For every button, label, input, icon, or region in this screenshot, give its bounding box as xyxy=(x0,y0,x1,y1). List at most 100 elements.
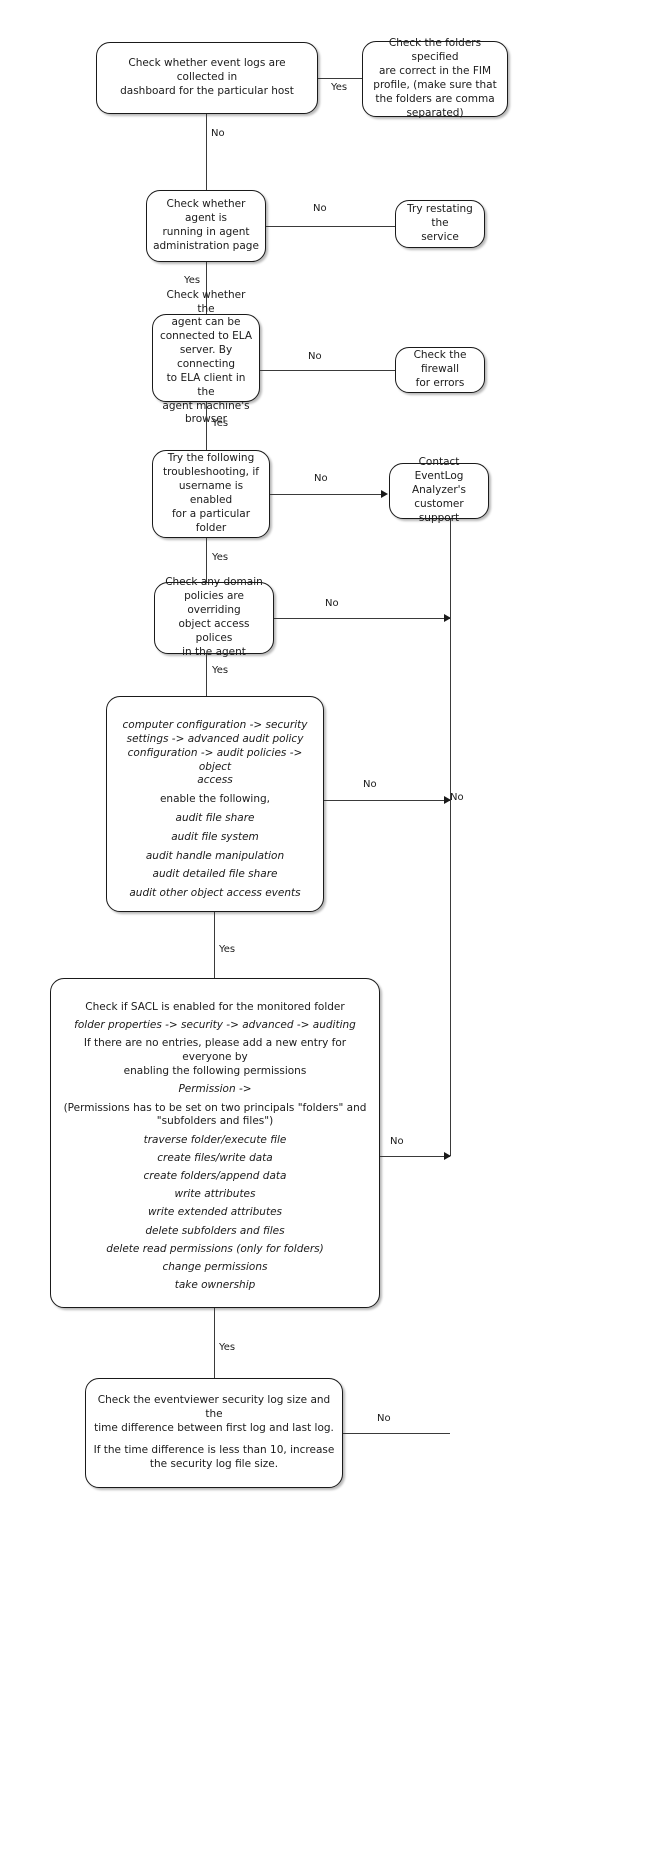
node-line: the folders are comma xyxy=(375,92,495,105)
node-line: EventLog Analyzer's xyxy=(411,470,467,497)
node-line: computer configuration -> security xyxy=(122,719,308,731)
sacl-principals: (Permissions has to be set on two princi… xyxy=(63,1101,367,1114)
node-line: Try the following xyxy=(167,452,255,465)
edge-n7-yes xyxy=(214,1308,215,1378)
sacl-note: If there are no entries, please add a ne… xyxy=(83,1037,347,1064)
sacl-path: folder properties -> security -> advance… xyxy=(74,1019,356,1032)
edge-label-n1-yes: Yes xyxy=(331,82,348,93)
node-check-folders-fim[interactable]: Check the folders specified are correct … xyxy=(362,37,508,119)
arrowhead-n5-no xyxy=(444,614,451,622)
node-check-event-logs[interactable]: Check whether event logs are collected i… xyxy=(96,42,318,114)
permission-item: write attributes xyxy=(174,1188,256,1201)
audit-item: audit file system xyxy=(171,830,259,843)
permission-item: take ownership xyxy=(174,1279,256,1292)
edge-n6-no xyxy=(324,800,450,801)
node-line: in the agent xyxy=(182,645,246,658)
node-contact-support[interactable]: Contact EventLog Analyzer's customer sup… xyxy=(389,456,489,524)
edge-label-n5-no: No xyxy=(325,598,339,609)
node-check-agent-running[interactable]: Check whether agent is running in agent … xyxy=(146,190,266,262)
node-audit-policy-config[interactable]: computer configuration -> security setti… xyxy=(106,696,324,912)
node-line: troubleshooting, if xyxy=(163,466,259,479)
edge-label-n3-yes: Yes xyxy=(212,418,229,429)
sacl-permission-label: Permission -> xyxy=(178,1083,252,1096)
edge-n1-no xyxy=(206,114,207,190)
edge-n1-yes xyxy=(318,78,362,79)
node-line: running in agent xyxy=(162,226,250,238)
node-line: object access polices xyxy=(178,618,250,644)
edge-n8-no xyxy=(343,1433,450,1434)
node-line: Try restating the xyxy=(407,203,473,230)
permission-item: delete subfolders and files xyxy=(145,1224,285,1237)
node-line: Check whether the xyxy=(166,288,246,315)
node-line: access xyxy=(197,774,233,787)
arrowhead-n7-no xyxy=(444,1152,451,1160)
node-line: profile, (make sure that xyxy=(373,79,497,91)
edge-label-n5-yes: Yes xyxy=(212,665,229,676)
edge-n6-yes xyxy=(214,912,215,978)
node-line: If the time difference is less than 10, … xyxy=(93,1444,335,1457)
edge-label-n6-yes: Yes xyxy=(219,944,236,955)
node-line: are correct in the FIM xyxy=(378,65,492,78)
node-line: to ELA client in the xyxy=(166,371,246,398)
edge-label-n7-yes: Yes xyxy=(219,1342,236,1353)
node-line: service xyxy=(421,230,459,243)
edge-label-n8-no: No xyxy=(377,1413,391,1424)
edge-label-n3-no: No xyxy=(308,351,322,362)
permission-item: create files/write data xyxy=(157,1151,273,1164)
node-check-eventviewer-log-size[interactable]: Check the eventviewer security log size … xyxy=(85,1378,343,1488)
node-line: for errors xyxy=(415,376,465,389)
node-line: separated) xyxy=(406,106,464,119)
edge-n5-no xyxy=(274,618,450,619)
sacl-note: enabling the following permissions xyxy=(123,1065,307,1078)
node-line: Check whether event logs are collected i… xyxy=(128,57,286,84)
node-check-agent-ela-connection[interactable]: Check whether the agent can be connected… xyxy=(152,289,260,425)
node-line: administration page xyxy=(153,239,259,252)
audit-item: audit file share xyxy=(175,812,255,824)
node-line: agent can be xyxy=(171,316,241,329)
node-line: Check the firewall xyxy=(413,349,467,376)
edge-label-n2-yes: Yes xyxy=(184,275,201,286)
edge-label-n6-no: No xyxy=(363,779,377,790)
node-line: Check the eventviewer security log size … xyxy=(97,1393,331,1420)
permission-item: change permissions xyxy=(162,1261,268,1274)
node-check-firewall[interactable]: Check the firewall for errors xyxy=(395,347,485,393)
edge-right-trunk xyxy=(450,519,451,1156)
edge-n4-yes xyxy=(206,538,207,582)
edge-label-n4-no: No xyxy=(314,473,328,484)
node-check-sacl[interactable]: Check if SACL is enabled for the monitor… xyxy=(50,978,380,1308)
edge-n4-no xyxy=(270,494,382,495)
sacl-heading: Check if SACL is enabled for the monitor… xyxy=(85,1001,345,1013)
node-line: customer support xyxy=(414,497,464,524)
node-try-troubleshooting-username[interactable]: Try the following troubleshooting, if us… xyxy=(152,450,270,538)
edge-n2-yes xyxy=(206,262,207,314)
node-line: the security log file size. xyxy=(149,1458,279,1471)
edge-n3-no xyxy=(260,370,395,371)
node-line: connected to ELA xyxy=(159,330,253,343)
node-check-domain-policies[interactable]: Check any domain policies are overriding… xyxy=(154,576,274,658)
edge-n2-no xyxy=(266,226,395,227)
edge-label-n4-yes: Yes xyxy=(212,552,229,563)
edge-label-n7-no: No xyxy=(390,1136,404,1147)
audit-item: audit detailed file share xyxy=(152,868,278,881)
node-try-restating-service[interactable]: Try restating the service xyxy=(395,200,485,248)
node-line: settings -> advanced audit policy xyxy=(126,732,304,745)
node-line: Check any domain xyxy=(165,576,263,589)
node-line: policies are overriding xyxy=(184,590,244,617)
edge-label-n1-no: No xyxy=(211,128,225,139)
node-line: Check the folders specified xyxy=(388,37,482,64)
permission-item: create folders/append data xyxy=(143,1170,287,1182)
arrowhead-n6-no xyxy=(444,796,451,804)
edge-n5-yes xyxy=(206,654,207,696)
audit-item: audit handle manipulation xyxy=(145,849,285,862)
node-enable-label: enable the following, xyxy=(159,793,271,806)
node-line: time difference between first log and la… xyxy=(94,1421,334,1434)
edge-n7-no xyxy=(380,1156,450,1157)
node-line: browser xyxy=(159,413,253,427)
permission-item: write extended attributes xyxy=(147,1206,283,1219)
node-line: dashboard for the particular host xyxy=(120,84,294,97)
node-line: Check whether agent is xyxy=(166,198,246,225)
arrowhead-n4-no xyxy=(381,490,388,498)
node-line: configuration -> audit policies -> objec… xyxy=(127,746,303,773)
audit-item: audit other object access events xyxy=(129,887,301,900)
